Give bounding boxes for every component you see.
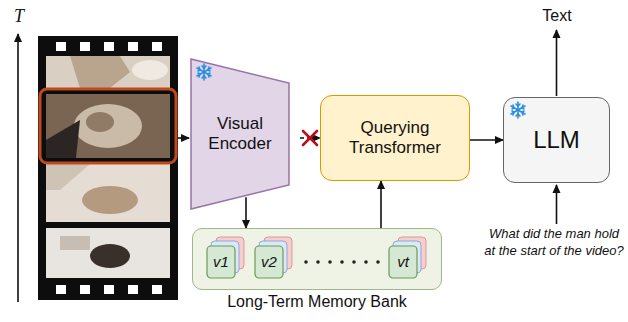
token-label: v2: [255, 246, 283, 278]
box-label: Visual Encoder: [200, 114, 280, 155]
highlight-frame: [40, 89, 176, 163]
memory-bank: Long-Term Memory Bank v1 v2 vt: [192, 228, 442, 312]
output-arrow: [556, 30, 558, 96]
memory-token: v2: [254, 236, 294, 280]
flow-arrow: [380, 181, 382, 228]
output-label: Text: [526, 7, 588, 25]
film-strip: [38, 36, 178, 300]
encoder-box: Visual Encoder: [190, 58, 300, 210]
bank-label: Long-Term Memory Bank: [192, 292, 442, 311]
question-label: What did the man hold at the start of th…: [483, 226, 625, 260]
token-label: v1: [207, 246, 235, 278]
frozen-icon: [511, 102, 525, 118]
input-arrow: [178, 137, 189, 139]
flow-arrow: [245, 197, 247, 228]
memory-token: vt: [388, 236, 428, 280]
memory-token: v1: [206, 236, 246, 280]
token-label: vt: [389, 246, 417, 278]
question-arrow: [556, 185, 558, 224]
process-box: Querying Transformer: [320, 95, 470, 181]
blocked-mark: [303, 131, 317, 145]
box-label: LLM: [533, 126, 580, 155]
time-axis: [17, 34, 19, 302]
box-label: Querying Transformer: [340, 118, 450, 159]
model-box: LLM: [503, 97, 610, 183]
axis-label: T: [10, 6, 28, 27]
flow-arrow: [470, 139, 503, 141]
frozen-icon: [197, 64, 211, 80]
ellipsis-dots: [304, 260, 380, 264]
